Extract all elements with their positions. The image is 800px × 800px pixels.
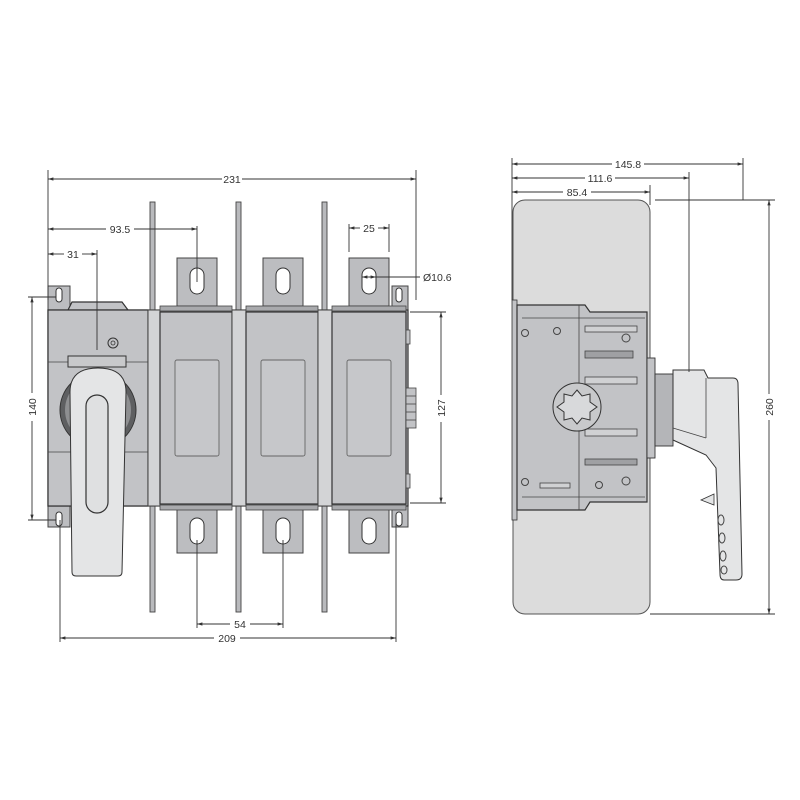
side-view: 145.8 111.6 85.4 260	[511, 158, 776, 615]
label-209: 209	[218, 633, 236, 645]
dim-pole-pitch: 54	[196, 540, 284, 631]
top-terminals	[176, 257, 390, 307]
label-93-5: 93.5	[110, 224, 131, 236]
label-diameter-10-6: Ø10.6	[423, 272, 452, 284]
label-25: 25	[363, 223, 375, 235]
dim-mounting-width: 209	[59, 520, 397, 645]
dim-mounting-height: 140	[27, 296, 56, 521]
dim-overall-depth: 145.8	[511, 158, 744, 300]
label-54: 54	[234, 619, 246, 631]
dim-overall-width: 231	[47, 170, 417, 300]
dim-handle-to-terminal: 93.5	[48, 224, 198, 282]
label-31: 31	[67, 249, 79, 261]
label-260: 260	[764, 398, 776, 416]
label-145-8: 145.8	[615, 159, 641, 171]
dim-hole-diameter: Ø10.6	[362, 272, 452, 284]
dim-depth-to-handle: 111.6	[512, 172, 690, 372]
label-85-4: 85.4	[567, 187, 588, 199]
dim-overall-height: 260	[650, 199, 776, 615]
dim-handle-axis: 31	[48, 249, 98, 350]
pole-modules	[147, 305, 417, 511]
label-111-6: 111.6	[588, 173, 613, 185]
dim-body-height: 127	[410, 311, 448, 504]
rotary-handle	[69, 367, 127, 577]
dim-body-depth: 85.4	[512, 185, 651, 205]
dim-terminal-width: 25	[348, 223, 390, 252]
front-view: 231 93.5 31 25 Ø10.6	[27, 170, 452, 645]
lock-screw-icon	[107, 337, 119, 349]
side-handle	[672, 369, 743, 581]
label-231: 231	[223, 174, 241, 186]
label-140: 140	[27, 398, 39, 416]
bottom-terminals	[176, 504, 390, 554]
side-body	[511, 299, 648, 521]
label-127: 127	[436, 399, 448, 417]
